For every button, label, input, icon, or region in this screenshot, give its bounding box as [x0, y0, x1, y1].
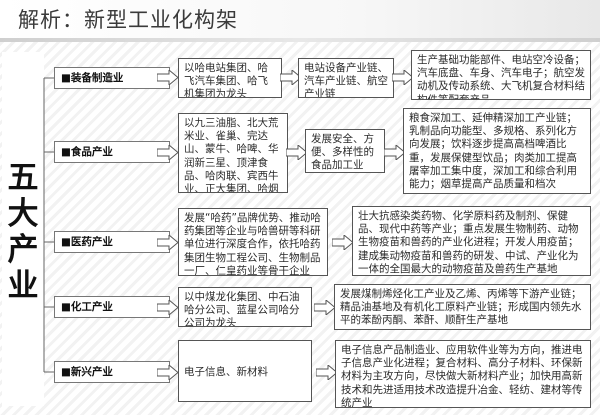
leader-companies-box: 发展“哈药”品牌优势、推动哈药集团等企业与哈兽研等科研单位进行深度合作，依托哈药… — [178, 208, 328, 276]
arrow-right-icon — [157, 145, 178, 160]
category-label-food: ■食品产业 — [54, 141, 170, 163]
arrow-right-icon — [157, 365, 178, 380]
arrow-right-icon — [392, 70, 413, 85]
category-label-pharma: ■医药产业 — [54, 231, 170, 253]
arrow-right-icon — [157, 235, 178, 250]
category-label-emerging: ■新兴产业 — [54, 361, 170, 383]
arrow-right-icon — [332, 235, 353, 250]
sidebar-title-char: 五 — [7, 160, 39, 196]
arrow-right-icon — [316, 365, 337, 380]
leader-companies-box: 以中煤龙化集团、中石油哈分公司、蓝星公司哈分公司为龙头 — [178, 287, 312, 327]
leader-companies-box: 电子信息、新材料 — [178, 340, 312, 402]
products-box: 生产基础功能部件、电站空冷设备；汽车底盘、车身、汽车电子；航空发动机及传动系统、… — [411, 50, 591, 100]
header-band: 解析：新型工业化构架 — [0, 0, 600, 40]
industry-direction-box: 发展安全、方便、多样性的食品加工业 — [305, 129, 385, 173]
category-label-equipment: ■装备制造业 — [54, 67, 170, 89]
leader-companies-box: 以哈电站集团、哈飞汽车集团、哈飞机集团为龙头 — [178, 58, 282, 98]
products-box: 发展煤制烯烃化工产业及乙烯、丙烯等下游产业链；精品油基地及有机化工原料产业链；形… — [334, 284, 591, 330]
arrow-right-icon — [157, 70, 178, 85]
products-box: 壮大抗感染类药物、化学原料药及制剂、保健品、现代中药等产业；重点发展生物制药、动… — [352, 206, 591, 276]
sidebar-panel — [2, 52, 44, 406]
products-box: 电子信息产品制造业、应用软件业等为方向，推进电子信息产业化进程；复合材料、高分子… — [335, 340, 591, 408]
sidebar-title-char: 产 — [7, 232, 39, 268]
arrow-right-icon — [157, 300, 178, 315]
arrow-right-icon — [286, 145, 307, 160]
industry-chain-box: 电站设备产业链、汽车产业链、航空产业链 — [298, 58, 394, 98]
sidebar-title-char: 大 — [7, 196, 39, 232]
sidebar-title: 五 大 产 业 — [2, 160, 44, 304]
page-title: 解析：新型工业化构架 — [18, 8, 238, 32]
arrow-right-icon — [314, 300, 335, 315]
leader-companies-box: 以九三油脂、北大荒米业、雀巢、完达山、蒙牛、哈啤、华润新三星、顶津食品、哈肉联、… — [178, 113, 288, 193]
arrow-right-icon — [384, 145, 405, 160]
sidebar-title-char: 业 — [7, 268, 39, 304]
arrow-right-icon — [280, 70, 301, 85]
title-underline — [0, 38, 600, 42]
category-label-chemical: ■化工产业 — [54, 296, 170, 318]
products-box: 粮食深加工、延伸精深加工产业链；乳制品向功能型、多规格、系列化方向发展；饮料逐步… — [403, 108, 591, 194]
